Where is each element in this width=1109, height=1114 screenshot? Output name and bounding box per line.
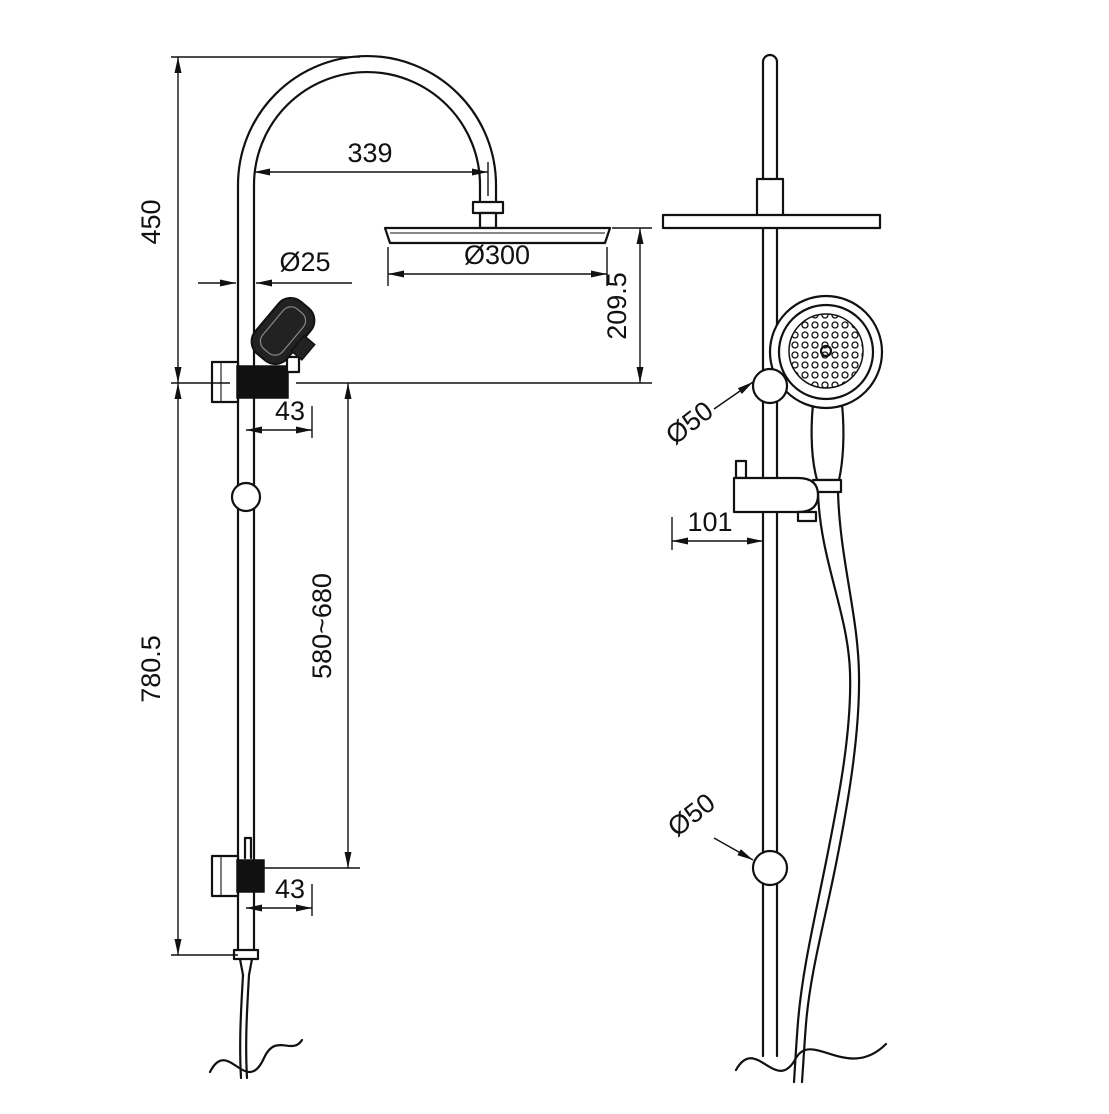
hose-outlet-taper (238, 957, 254, 977)
rain-head-side (661, 213, 882, 230)
dim-label-25: Ø25 (279, 247, 330, 277)
hose-side-right (800, 490, 861, 1084)
handset-spray-face (788, 313, 864, 389)
break-line-side (734, 1042, 888, 1072)
dim-50-top: Ø50 (660, 381, 754, 450)
slider-pin-top (285, 355, 301, 374)
dim-label-580-680: 580~680 (307, 573, 337, 679)
dim-label-339: 339 (347, 138, 392, 168)
head-connector-neck (478, 183, 498, 204)
slider-bracket-top (236, 365, 289, 399)
gooseneck-inner-arc (252, 70, 482, 187)
dim-label-450: 450 (136, 199, 166, 244)
rail-knob-side-top (751, 367, 789, 405)
dim-label-780-5: 780.5 (136, 635, 166, 703)
dim-label-101: 101 (687, 507, 732, 537)
hose-side-left (792, 490, 852, 1084)
rail-knob-front (230, 481, 262, 513)
dim-101: 101 (671, 507, 763, 550)
slider-pin-bottom-front (243, 836, 253, 860)
rail-knob-side-bottom (751, 849, 789, 887)
tee-collar-side (755, 177, 785, 218)
dim-580-680: 580~680 (256, 383, 360, 869)
hose-front-left (239, 973, 245, 1080)
dim-25: Ø25 (198, 247, 352, 287)
slider-pin-side (734, 459, 748, 480)
dim-780-5: 780.5 (136, 383, 238, 956)
handset-handle-side (810, 402, 845, 482)
dim-43-bottom: 43 (246, 874, 313, 916)
gooseneck-outer-arc (236, 54, 498, 187)
slider-bracket-side (732, 476, 820, 514)
dim-label-50-top: Ø50 (660, 395, 719, 450)
handset-front (250, 296, 316, 366)
dim-label-209-5: 209.5 (602, 272, 632, 340)
head-connector-stem (478, 211, 498, 230)
rail-side-top-cap (761, 53, 779, 64)
dim-50-bottom: Ø50 (662, 787, 754, 861)
dim-label-50-bottom: Ø50 (662, 787, 721, 842)
rain-head-front (383, 226, 612, 245)
slider-bracket-step (796, 510, 818, 523)
dim-209-5: 209.5 (296, 227, 652, 384)
dim-label-43-top: 43 (275, 396, 305, 426)
dim-450: 450 (136, 56, 360, 384)
dim-label-43-bottom: 43 (275, 874, 305, 904)
dim-43-top: 43 (246, 396, 313, 438)
head-connector-collar (471, 200, 505, 215)
dim-300: Ø300 (387, 240, 608, 286)
hose-front-right (245, 973, 251, 1080)
side-view: Ø50 101 Ø50 (660, 53, 888, 1084)
dim-339: 339 (254, 138, 489, 196)
slider-bracket-bottom (236, 859, 265, 893)
break-line-front (208, 1038, 304, 1074)
wall-plate-bottom (210, 854, 240, 898)
wall-plate-top (210, 360, 240, 404)
front-view: 450 339 Ø25 Ø300 209.5 43 (136, 54, 652, 1080)
handset-face-hub (819, 344, 833, 358)
dim-label-300: Ø300 (464, 240, 530, 270)
handset-head-inner (777, 303, 875, 401)
